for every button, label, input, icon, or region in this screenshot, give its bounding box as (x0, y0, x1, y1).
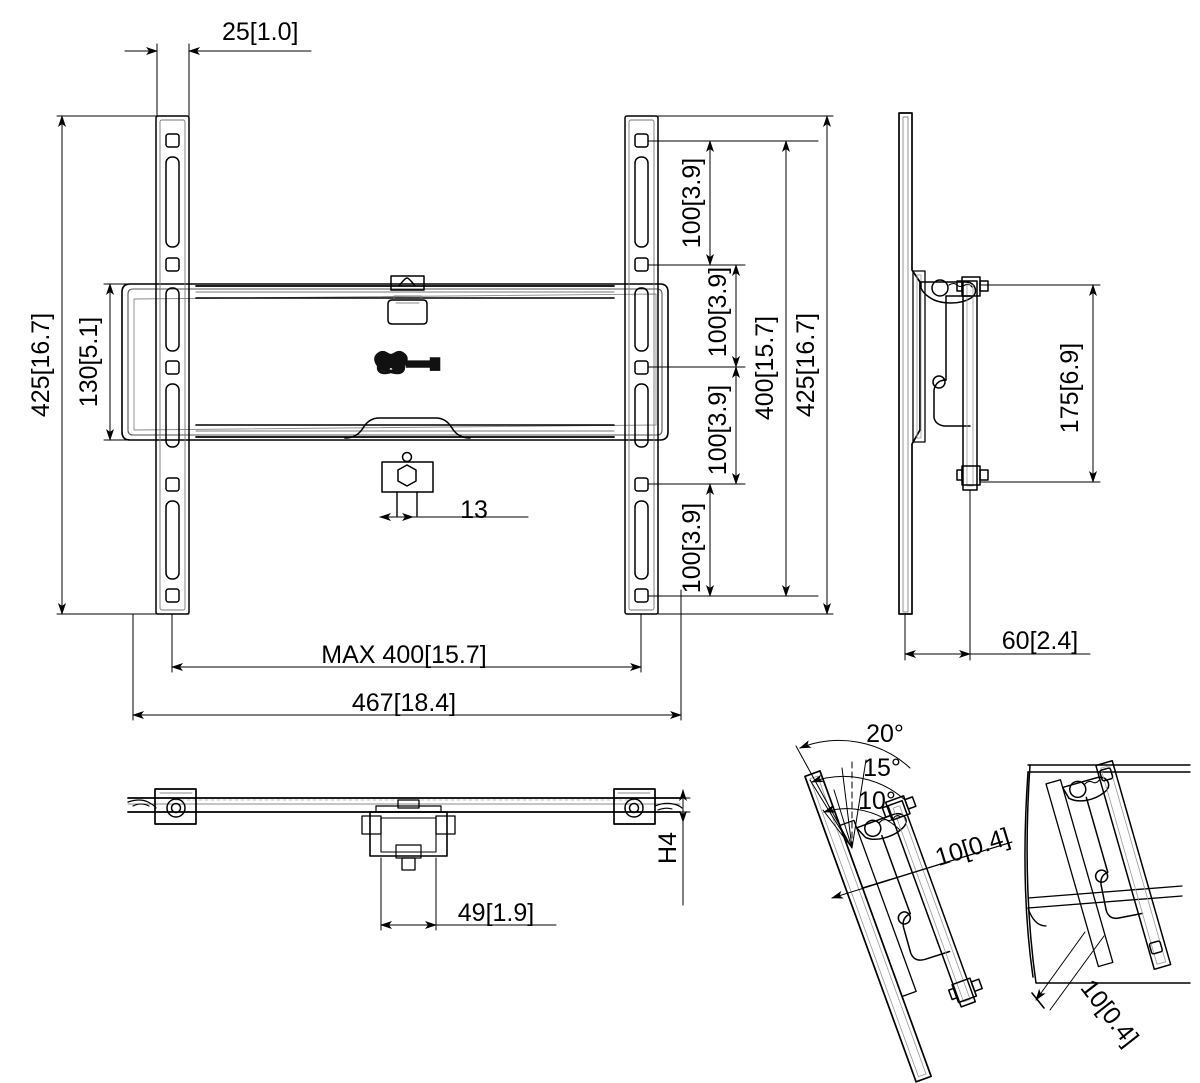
side-carriage (912, 270, 989, 491)
dim-rail-width (124, 43, 312, 117)
label-overall-width: 467[18.4] (352, 689, 456, 717)
front-rail-right (624, 115, 659, 615)
label-tilt-angle-mid: 15° (863, 754, 901, 782)
dim-side-vesa-depth (979, 284, 1101, 483)
dim-overall-height-left (56, 115, 190, 615)
vogels-logo (374, 350, 441, 375)
dim-tilt-offset (831, 841, 1013, 899)
dim-corner-offset (1031, 931, 1105, 1011)
top-center-block (361, 799, 456, 871)
corner-detail-view (1024, 760, 1191, 1011)
label-vesa-pitch-4: 100[3.9] (678, 503, 706, 593)
label-overall-height-right: 425[16.7] (792, 313, 820, 417)
label-vesa-height: 400[15.7] (751, 316, 779, 420)
front-rail-left (155, 115, 190, 615)
dim-vesa-width (171, 613, 642, 673)
label-side-vesa-depth: 175[6.9] (1056, 343, 1084, 433)
label-rail-width: 25[1.0] (222, 18, 298, 46)
label-tilt-angle-max: 20° (866, 720, 904, 748)
dim-overall-width (132, 589, 682, 721)
dim-plate-height (103, 283, 157, 441)
label-side-depth: 60[2.4] (1002, 627, 1078, 655)
side-view (898, 112, 1101, 661)
top-right-endcap (613, 788, 683, 825)
label-vesa-pitch-3: 100[3.9] (678, 158, 706, 248)
front-view (56, 43, 834, 721)
label-vesa-width: MAX 400[15.7] (321, 641, 486, 669)
front-carriage-beams (195, 285, 615, 438)
tilt-detail-view (795, 739, 1013, 1083)
label-corner-offset: 10[0.4] (1075, 974, 1144, 1051)
label-tilt-offset: 10[0.4] (932, 823, 1013, 872)
front-top-latch (387, 275, 428, 325)
label-tilt-angle-min: 10° (858, 787, 896, 815)
dim-vesa-stack (647, 115, 834, 615)
front-bottom-bolt-bracket (344, 417, 471, 517)
label-top-height-h4: H4 (654, 832, 682, 864)
dim-top-height-h4 (654, 789, 691, 906)
label-vesa-pitch-2: 100[3.9] (704, 385, 732, 475)
dimension-labels: 25[1.0] 425[16.7] 130[5.1] 100[3.9] 100[… (27, 18, 1144, 1052)
label-plate-height: 130[5.1] (75, 317, 103, 407)
label-top-center-width: 49[1.9] (458, 899, 534, 927)
label-bolt-offset: 13 (460, 496, 488, 524)
label-overall-height-left: 425[16.7] (27, 313, 55, 417)
top-left-endcap (127, 788, 197, 825)
top-view (127, 788, 691, 931)
dim-side-depth (904, 489, 1091, 661)
tilt-angle-arcs (795, 739, 911, 849)
dim-top-center-width (380, 857, 557, 931)
label-vesa-pitch-1: 100[3.9] (704, 267, 732, 357)
